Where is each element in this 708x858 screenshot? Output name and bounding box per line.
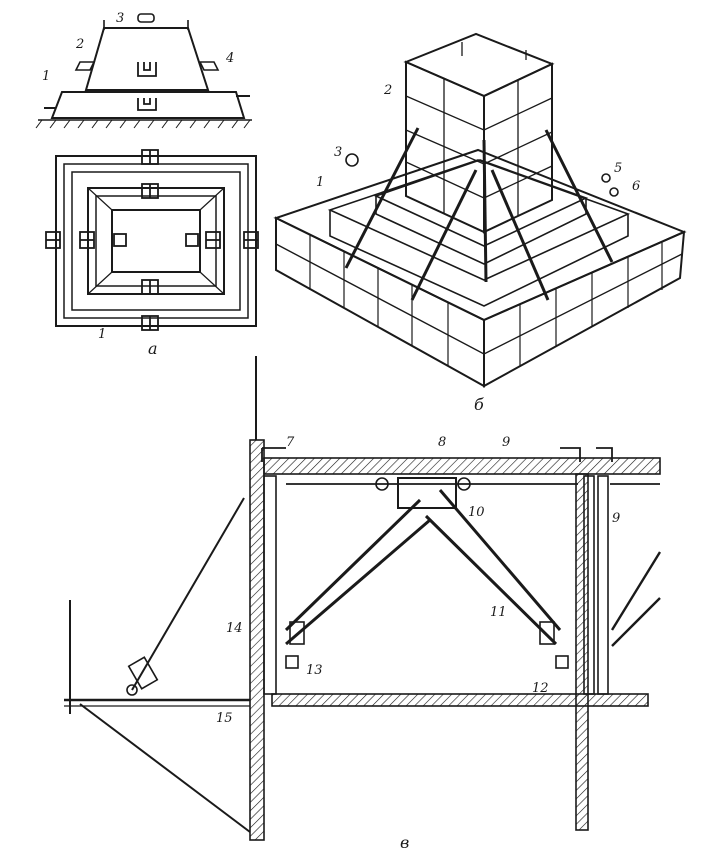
panel-b-label-1: 1 xyxy=(316,175,324,190)
panel-v-label-9-top: 9 xyxy=(502,435,510,450)
panel-a-label-1-top: 1 xyxy=(42,69,50,84)
panel-v-label-14: 14 xyxy=(226,621,243,636)
panel-b-label-6: 6 xyxy=(632,179,640,194)
panel-v-caption: в xyxy=(400,833,409,852)
panel-v-label-10: 10 xyxy=(468,505,485,520)
panel-a-caption: а xyxy=(148,339,158,358)
panel-a-labels: 1 2 3 4 1 а xyxy=(42,11,234,358)
panel-v-section xyxy=(64,356,662,841)
panel-v-label-7: 7 xyxy=(286,435,295,450)
panel-v-label-8: 8 xyxy=(438,435,446,450)
panel-a-elevation xyxy=(35,13,252,129)
panel-a-plan xyxy=(45,149,259,331)
panel-a-label-3: 3 xyxy=(116,11,124,26)
panel-b-isometric xyxy=(273,32,687,388)
panel-b-label-3: 3 xyxy=(334,145,342,160)
panel-v-label-13: 13 xyxy=(306,663,323,678)
panel-v-label-15: 15 xyxy=(216,711,233,726)
panel-v-label-12: 12 xyxy=(532,681,549,696)
panel-a-label-4: 4 xyxy=(225,51,234,66)
panel-v-labels: 7 8 9 9 10 11 12 13 14 15 в xyxy=(216,435,620,852)
panel-b-label-2: 2 xyxy=(383,83,392,98)
panel-b-labels: 1 2 3 5 6 б xyxy=(316,83,640,414)
panel-v-label-11: 11 xyxy=(490,605,507,620)
panel-b-caption: б xyxy=(474,395,484,414)
panel-b-label-5: 5 xyxy=(614,161,622,176)
panel-a-label-1-plan: 1 xyxy=(98,327,106,342)
panel-v-label-9-side: 9 xyxy=(612,511,620,526)
panel-a-label-2: 2 xyxy=(75,37,84,52)
